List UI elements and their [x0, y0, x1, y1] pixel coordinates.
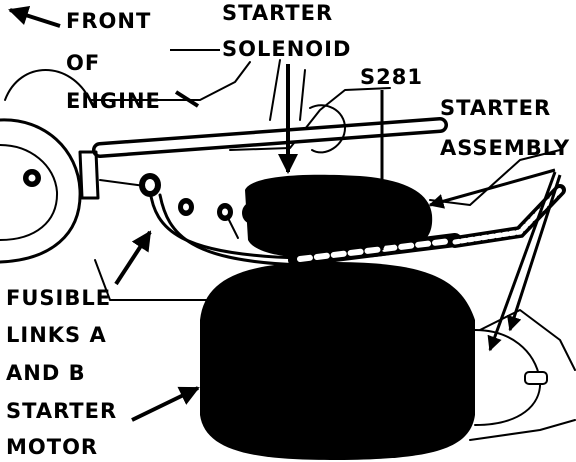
pointer-arrows	[8, 5, 562, 422]
front-of-engine-label-line1: FRONT	[66, 9, 152, 33]
s281-label: S281	[360, 65, 423, 89]
fusible-link-wires	[99, 179, 307, 267]
engine-flywheel	[0, 69, 91, 264]
starter-solenoid-label-line2: SOLENOID	[222, 37, 352, 61]
starter-solenoid-label-line1: STARTER	[222, 1, 334, 25]
fusible-links-label-line2: LINKS A	[6, 323, 107, 347]
fusible-links-label-line1: FUSIBLE	[6, 286, 112, 310]
starter-motor-label-line1: STARTER	[6, 399, 118, 423]
starter-assembly-label-line1: STARTER	[440, 96, 552, 120]
front-of-engine-label-line2: OF	[66, 51, 101, 75]
starter-motor-label-line2: MOTOR	[6, 435, 99, 459]
starter-motor-body	[200, 262, 548, 460]
fusible-links-label-line3: AND B	[6, 361, 86, 385]
starter-assembly-label-line2: ASSEMBLY	[440, 136, 571, 160]
front-of-engine-label-line3: ENGINE	[66, 89, 161, 113]
